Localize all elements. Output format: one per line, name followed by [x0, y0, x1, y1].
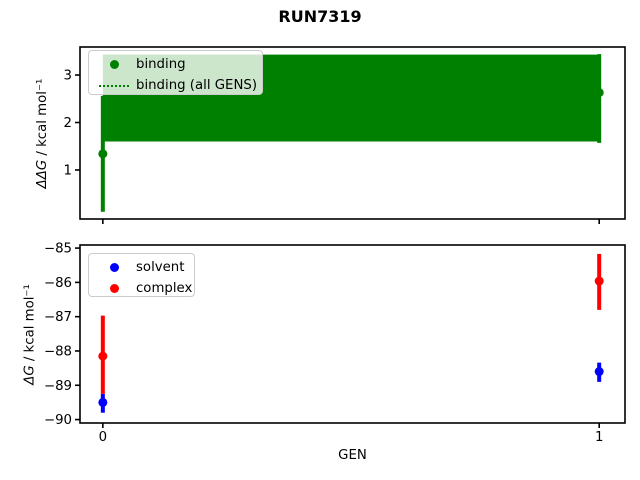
top-legend: binding binding (all GENS): [88, 50, 263, 95]
legend-item-complex: complex: [99, 278, 192, 299]
y-tick-label: −89: [44, 379, 72, 394]
axes-frame: [79, 244, 626, 424]
y-tick-label: 1: [64, 163, 72, 178]
legend-item-binding-all-gens: binding (all GENS): [99, 75, 258, 96]
legend-label: binding: [136, 57, 186, 72]
legend-label: complex: [136, 281, 193, 296]
data-point-binding: [98, 149, 108, 159]
bottom-y-axis-label-math: ΔG: [22, 365, 38, 385]
top-y-axis-label-math: ΔΔG: [35, 159, 50, 189]
data-point-solvent: [98, 397, 108, 407]
data-point-complex: [594, 276, 604, 286]
y-tick-label: −86: [44, 276, 72, 291]
x-tick-label: 0: [99, 430, 107, 445]
y-tick-label: −85: [44, 242, 72, 257]
binding-marker-icon: [99, 60, 129, 69]
y-tick-label: −87: [44, 310, 72, 325]
legend-label: solvent: [136, 260, 185, 275]
complex-marker-icon: [99, 284, 129, 293]
bottom-y-axis-label-units: / kcal mol⁻¹: [22, 284, 38, 366]
y-tick-label: 3: [64, 69, 72, 84]
bottom-legend: solvent complex: [88, 253, 195, 297]
solvent-marker-icon: [99, 263, 129, 272]
y-tick-label: 2: [64, 116, 72, 131]
top-y-axis-label: ΔΔG / kcal mol⁻¹: [35, 56, 50, 211]
y-tick-label: −88: [44, 344, 72, 359]
top-y-axis-label-units: / kcal mol⁻¹: [35, 78, 50, 160]
legend-item-binding: binding: [99, 54, 256, 75]
y-tick-label: −90: [44, 413, 72, 428]
x-axis-label: GEN: [338, 448, 367, 463]
axes-frame: [79, 46, 626, 220]
data-point-solvent: [594, 367, 604, 377]
figure-title: RUN7319: [278, 7, 362, 26]
dotted-line-icon: [99, 84, 129, 87]
bottom-y-axis-label: ΔG / kcal mol⁻¹: [23, 260, 38, 410]
x-tick-label: 1: [595, 430, 603, 445]
legend-label: binding (all GENS): [136, 78, 258, 93]
data-point-binding: [594, 88, 604, 98]
data-point-complex: [98, 351, 108, 361]
legend-item-solvent: solvent: [99, 257, 188, 278]
